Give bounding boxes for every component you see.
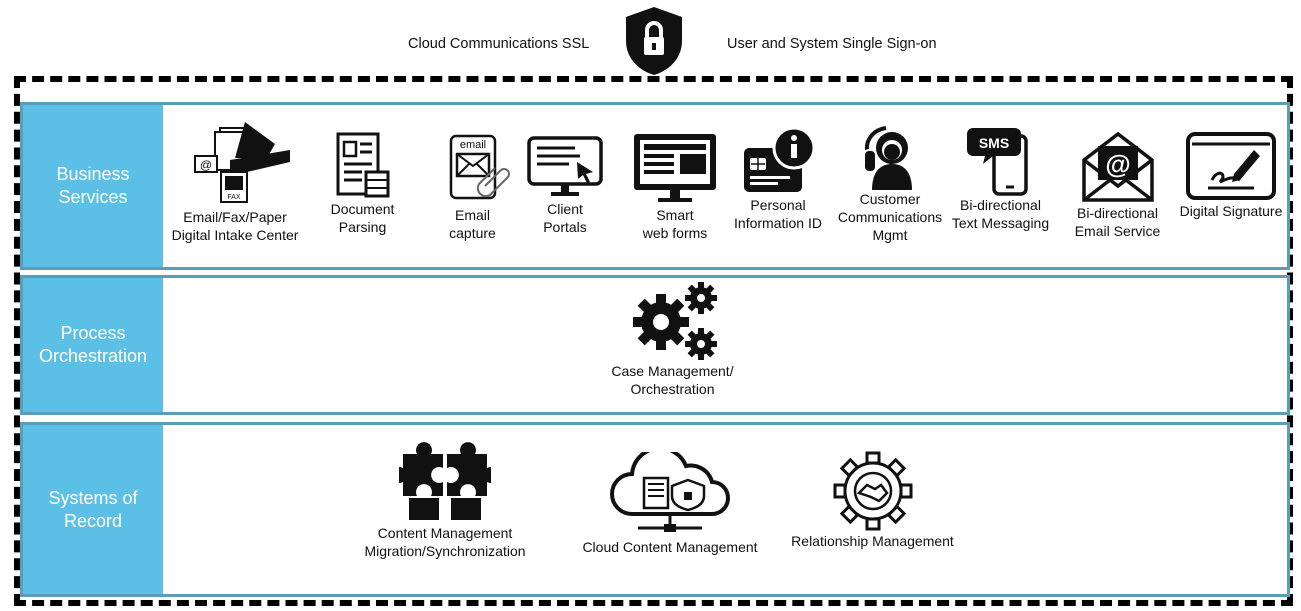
email-capture-icon-text: email: [459, 139, 485, 151]
item-email-service: @ Bi-directional Email Service: [1065, 128, 1170, 240]
caption-customer-communications: Customer Communications Mgmt: [837, 191, 943, 243]
email-capture-icon: email: [449, 134, 510, 200]
row-label-systems-of-record: Systems of Record: [23, 425, 163, 594]
caption-digital-signature: Digital Signature: [1179, 203, 1283, 219]
document-icon: [336, 132, 389, 198]
platform-boundary: [14, 76, 1293, 606]
item-digital-signature: Digital Signature: [1176, 130, 1286, 220]
caption-digital-intake: Email/Fax/Paper Digital Intake Center: [171, 209, 299, 243]
svg-text:@: @: [200, 158, 212, 172]
item-document-parsing: Document Parsing: [315, 130, 410, 236]
svg-text:FAX: FAX: [227, 194, 241, 201]
id-card-info-icon: [744, 126, 816, 192]
caption-content-management-migration: Content Management Migration/Synchroniza…: [364, 525, 526, 559]
item-client-portals: Client Portals: [520, 134, 610, 236]
caption-case-management: Case Management/ Orchestration: [611, 363, 734, 397]
process-orchestration-row: Process Orchestration: [20, 275, 1290, 415]
caption-smart-web-forms: Smart web forms: [642, 207, 708, 241]
shield-lock-icon: [626, 7, 682, 75]
row-label-process-orchestration: Process Orchestration: [23, 278, 163, 412]
envelope-at-icon: @: [1081, 131, 1154, 202]
signature-icon: [1186, 132, 1276, 200]
gears-icon: [632, 282, 717, 360]
phone-sms-icon: SMS: [966, 128, 1028, 196]
item-digital-intake: @ FAX Email/Fax/Paper Digital Intake Cen…: [160, 118, 310, 244]
caption-personal-information-id: Personal Information ID: [734, 197, 822, 231]
gear-handshake-icon: [833, 451, 912, 531]
caption-document-parsing: Document Parsing: [330, 201, 395, 235]
caption-text-messaging: Bi-directional Text Messaging: [951, 197, 1050, 231]
item-text-messaging: SMS Bi-directional Text Messaging: [948, 124, 1053, 232]
scanner-intake-icon: @ FAX: [194, 122, 290, 203]
systems-of-record-row: Systems of Record: [20, 422, 1290, 597]
caption-email-service: Bi-directional Email Service: [1074, 205, 1161, 239]
puzzle-icon: [399, 442, 491, 520]
row-label-business-services: Business Services: [23, 105, 163, 267]
monitor-pointer-icon: [527, 136, 603, 196]
item-content-management-migration: Content Management Migration/Synchroniza…: [355, 440, 535, 560]
item-email-capture: email Email capture: [425, 134, 520, 242]
agent-headset-icon: [863, 126, 912, 190]
caption-email-capture: Email capture: [449, 207, 496, 241]
caption-cloud-content-management: Cloud Content Management: [582, 539, 758, 555]
ssl-label: Cloud Communications SSL: [408, 36, 590, 52]
caption-client-portals: Client Portals: [543, 201, 587, 235]
monitor-form-icon: [634, 134, 716, 202]
svg-text:@: @: [1105, 149, 1130, 179]
sms-icon-text: SMS: [978, 135, 1008, 151]
item-customer-communications: Customer Communications Mgmt: [830, 124, 950, 244]
caption-relationship-management: Relationship Management: [791, 533, 954, 549]
item-cloud-content-management: Cloud Content Management: [575, 452, 765, 556]
item-smart-web-forms: Smart web forms: [625, 130, 725, 242]
item-personal-information-id: Personal Information ID: [728, 124, 828, 232]
item-relationship-management: Relationship Management: [780, 450, 965, 550]
cloud-lock-icon: [610, 452, 730, 532]
item-case-management: Case Management/ Orchestration: [590, 280, 755, 398]
sso-label: User and System Single Sign-on: [727, 36, 937, 52]
